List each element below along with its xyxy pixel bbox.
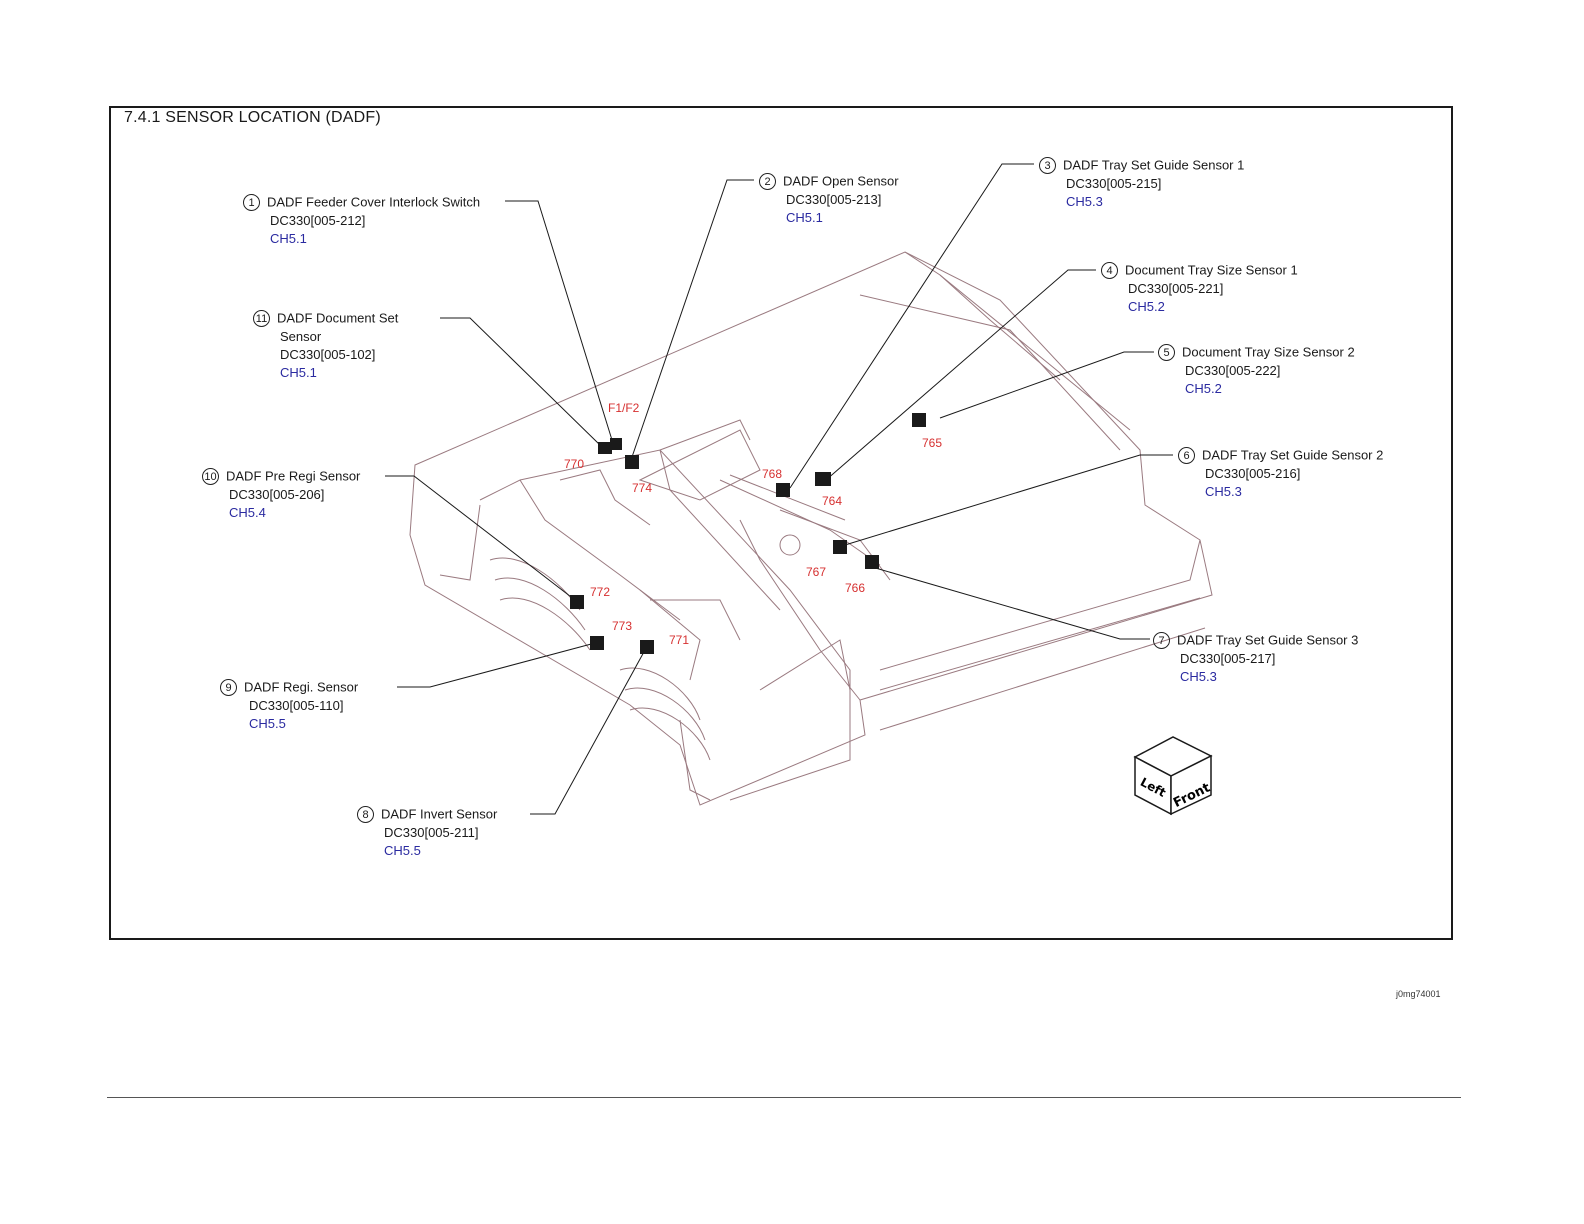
callout-name: DADF Regi. Sensor bbox=[244, 679, 359, 695]
callout-4: 4 Document Tray Size Sensor 1 DC330[005-2… bbox=[1101, 261, 1298, 316]
callout-name: DADF Document Set bbox=[277, 310, 399, 326]
part-tag-770: 770 bbox=[564, 457, 585, 471]
figure-id: j0mg74001 bbox=[1396, 989, 1441, 999]
part-tag-767: 767 bbox=[806, 565, 827, 579]
callout-number: 11 bbox=[253, 310, 270, 328]
callout-name: Document Tray Size Sensor 1 bbox=[1125, 262, 1298, 278]
callout-code: DC330[005-222] bbox=[1185, 362, 1281, 378]
callout-code: DC330[005-110] bbox=[249, 697, 344, 713]
part-tag-764: 764 bbox=[822, 494, 843, 508]
sensor-766-icon bbox=[865, 555, 879, 569]
callout-number: 8 bbox=[357, 806, 374, 824]
callout-code: DC330[005-221] bbox=[1128, 280, 1224, 296]
callout-name: Document Tray Size Sensor 2 bbox=[1182, 344, 1355, 360]
sensor-772-icon bbox=[570, 595, 584, 609]
sensor-markers bbox=[570, 413, 926, 654]
callout-code: DC330[005-102] bbox=[280, 346, 376, 362]
part-tag-773: 773 bbox=[612, 619, 633, 633]
sensor-770-icon bbox=[598, 442, 612, 454]
callout-number: 6 bbox=[1178, 447, 1195, 465]
sensor-764-icon bbox=[815, 472, 831, 486]
callout-code: DC330[005-206] bbox=[229, 486, 325, 502]
callout-6: 6 DADF Tray Set Guide Sensor 2 DC330[005-… bbox=[1178, 446, 1383, 501]
dadf-outline bbox=[409, 251, 1213, 806]
callout-name: DADF Pre Regi Sensor bbox=[226, 468, 361, 484]
callout-name-continued: Sensor bbox=[280, 328, 322, 344]
sensor-774-icon bbox=[625, 455, 639, 469]
callout-code: DC330[005-215] bbox=[1066, 175, 1162, 191]
callout-number: 2 bbox=[759, 173, 776, 191]
callout-number: 4 bbox=[1101, 262, 1118, 280]
callout-1: 1 DADF Feeder Cover Interlock Switch DC33… bbox=[243, 193, 480, 248]
callout-code: DC330[005-216] bbox=[1205, 465, 1301, 481]
callout-name: DADF Invert Sensor bbox=[381, 806, 498, 822]
sensor-768-icon bbox=[776, 483, 790, 497]
callout-number: 10 bbox=[202, 468, 219, 486]
callout-code: DC330[005-213] bbox=[786, 191, 882, 207]
diagram-frame bbox=[109, 106, 1453, 940]
part-tag-765: 765 bbox=[922, 436, 943, 450]
callout-number: 1 bbox=[243, 194, 260, 212]
part-tag-771: 771 bbox=[669, 633, 690, 647]
callout-8: 8 DADF Invert Sensor DC330[005-211] CH5.5 bbox=[357, 805, 497, 860]
callout-number: 5 bbox=[1158, 344, 1175, 362]
callout-name: DADF Tray Set Guide Sensor 3 bbox=[1177, 632, 1359, 648]
part-tag-f1f2: F1/F2 bbox=[608, 401, 640, 415]
callout-chapter-link[interactable]: CH5.1 bbox=[280, 364, 317, 380]
part-tag-766: 766 bbox=[845, 581, 866, 595]
callout-number: 3 bbox=[1039, 157, 1056, 175]
leader-lines bbox=[385, 163, 1173, 815]
sensor-f1f2-icon bbox=[610, 438, 622, 450]
callout-name: DADF Open Sensor bbox=[783, 173, 899, 189]
callout-chapter-link[interactable]: CH5.2 bbox=[1128, 298, 1165, 314]
callout-name: DADF Feeder Cover Interlock Switch bbox=[267, 194, 481, 210]
page-title: 7.4.1 SENSOR LOCATION (DADF) bbox=[124, 109, 381, 126]
callout-chapter-link[interactable]: CH5.3 bbox=[1205, 483, 1242, 499]
orientation-cube: Left Front bbox=[1133, 736, 1213, 816]
callout-9: 9 DADF Regi. Sensor DC330[005-110] CH5.5 bbox=[220, 678, 358, 733]
callout-code: DC330[005-217] bbox=[1180, 650, 1276, 666]
callout-10: 10 DADF Pre Regi Sensor DC330[005-206] CH… bbox=[202, 467, 360, 522]
callout-code: DC330[005-212] bbox=[270, 212, 366, 228]
callout-name: DADF Tray Set Guide Sensor 1 bbox=[1063, 157, 1245, 173]
callout-chapter-link[interactable]: CH5.5 bbox=[384, 842, 421, 858]
callout-chapter-link[interactable]: CH5.1 bbox=[270, 230, 307, 246]
callout-2: 2 DADF Open Sensor DC330[005-213] CH5.1 bbox=[759, 172, 899, 227]
sensor-773-icon bbox=[590, 636, 604, 650]
callout-11: 11 DADF Document Set Sensor DC330[005-102… bbox=[253, 309, 398, 382]
part-tag-774: 774 bbox=[632, 481, 653, 495]
sensor-767-icon bbox=[833, 540, 847, 554]
callout-3: 3 DADF Tray Set Guide Sensor 1 DC330[005-… bbox=[1039, 156, 1244, 211]
callout-7: 7 DADF Tray Set Guide Sensor 3 DC330[005-… bbox=[1153, 631, 1358, 686]
part-tag-772: 772 bbox=[590, 585, 611, 599]
callout-chapter-link[interactable]: CH5.2 bbox=[1185, 380, 1222, 396]
callout-chapter-link[interactable]: CH5.3 bbox=[1066, 193, 1103, 209]
callout-chapter-link[interactable]: CH5.5 bbox=[249, 715, 286, 731]
callout-code: DC330[005-211] bbox=[384, 824, 479, 840]
callout-chapter-link[interactable]: CH5.3 bbox=[1180, 668, 1217, 684]
callout-5: 5 Document Tray Size Sensor 2 DC330[005-2… bbox=[1158, 343, 1355, 398]
sensor-765-icon bbox=[912, 413, 926, 427]
callout-chapter-link[interactable]: CH5.1 bbox=[786, 209, 823, 225]
callout-number: 9 bbox=[220, 679, 237, 697]
callout-chapter-link[interactable]: CH5.4 bbox=[229, 504, 266, 520]
callout-number: 7 bbox=[1153, 632, 1170, 650]
callout-name: DADF Tray Set Guide Sensor 2 bbox=[1202, 447, 1384, 463]
sensor-771-icon bbox=[640, 640, 654, 654]
part-tag-768: 768 bbox=[762, 467, 783, 481]
footer-rule bbox=[107, 1097, 1461, 1098]
